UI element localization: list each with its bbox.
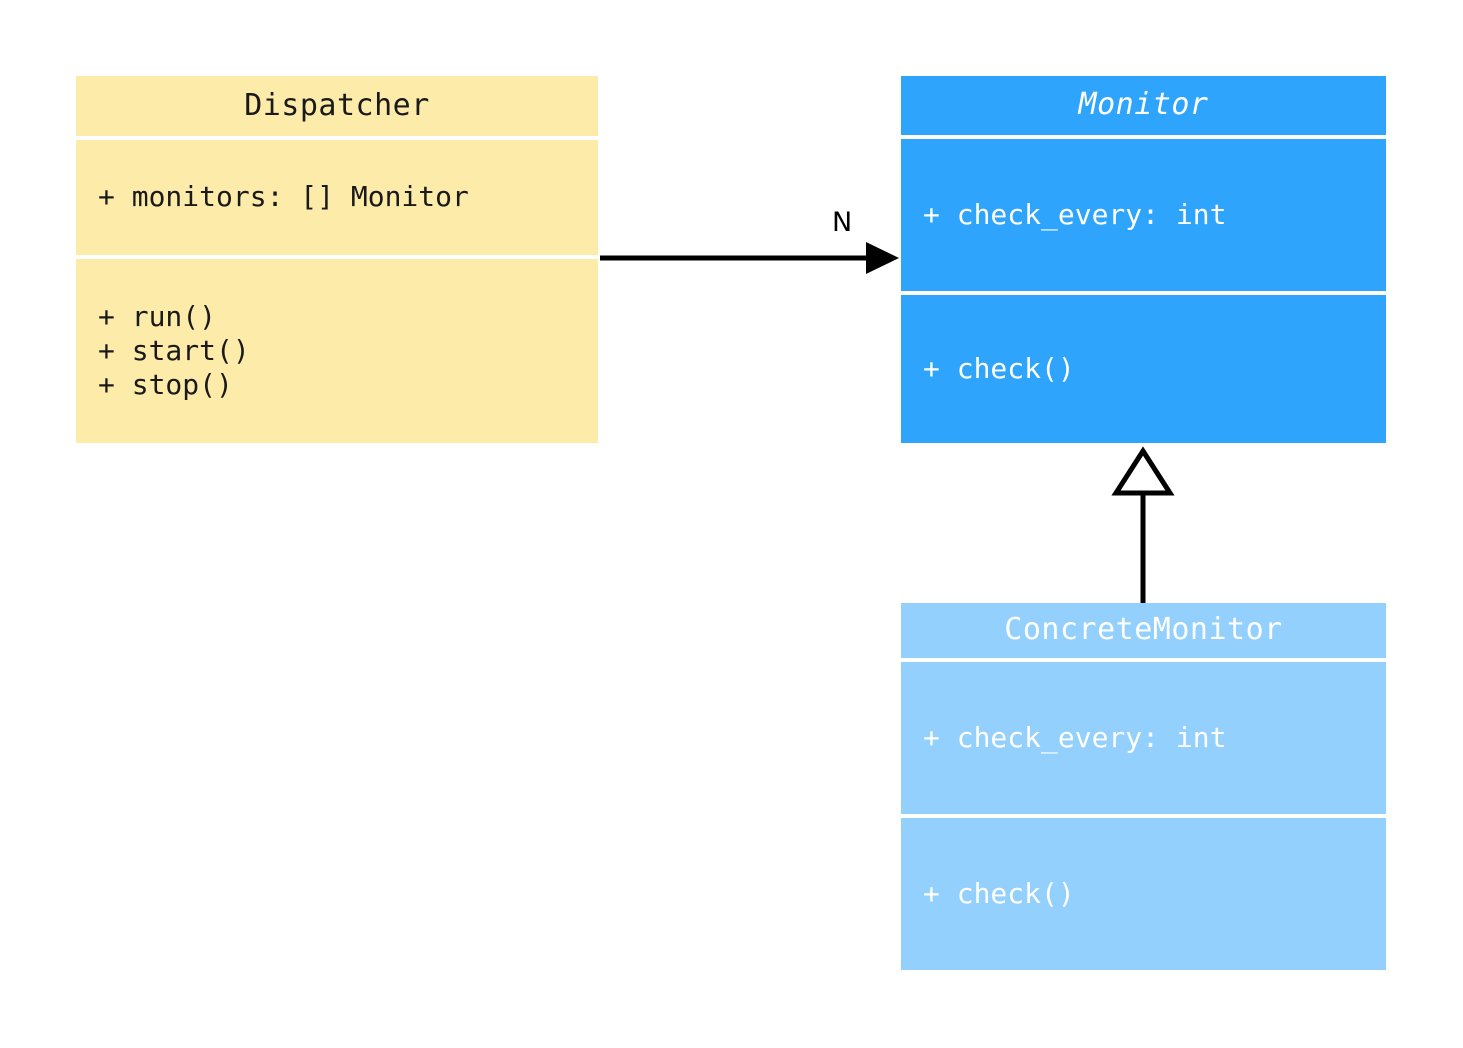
operation-item: + stop() [98, 368, 233, 402]
class-name-concrete-monitor: ConcreteMonitor [1004, 612, 1283, 648]
uml-class-dispatcher[interactable]: Dispatcher + monitors: [] Monitor + run(… [76, 76, 598, 443]
operation-item: + run() [98, 299, 217, 333]
uml-class-concrete-monitor[interactable]: ConcreteMonitor + check_every: int + che… [901, 603, 1386, 970]
uml-class-monitor[interactable]: Monitor + check_every: int + check() [901, 76, 1386, 443]
association-multiplicity-label: N [832, 207, 853, 238]
operation-item: + check() [923, 876, 1075, 910]
class-operations-compartment: + run() + start() + stop() [76, 259, 598, 443]
class-title-compartment: ConcreteMonitor [901, 603, 1386, 658]
attribute-item: + monitors: [] Monitor [98, 180, 469, 214]
class-name-monitor: Monitor [1078, 87, 1209, 123]
edge-association-dispatcher-monitor [600, 242, 899, 274]
class-attributes-compartment: + check_every: int [901, 662, 1386, 814]
edge-generalization-concrete-monitor-monitor [1111, 446, 1175, 603]
operation-item: + start() [98, 333, 250, 367]
class-attributes-compartment: + check_every: int [901, 139, 1386, 291]
class-title-compartment: Monitor [901, 76, 1386, 135]
association-arrowhead-icon [866, 242, 899, 274]
attribute-item: + check_every: int [923, 720, 1227, 754]
class-operations-compartment: + check() [901, 295, 1386, 443]
generalization-hollow-triangle-icon [1111, 446, 1175, 496]
class-attributes-compartment: + monitors: [] Monitor [76, 140, 598, 255]
class-operations-compartment: + check() [901, 818, 1386, 970]
attribute-item: + check_every: int [923, 197, 1227, 231]
class-title-compartment: Dispatcher [76, 76, 598, 136]
class-name-dispatcher: Dispatcher [244, 87, 430, 123]
operation-item: + check() [923, 351, 1075, 385]
